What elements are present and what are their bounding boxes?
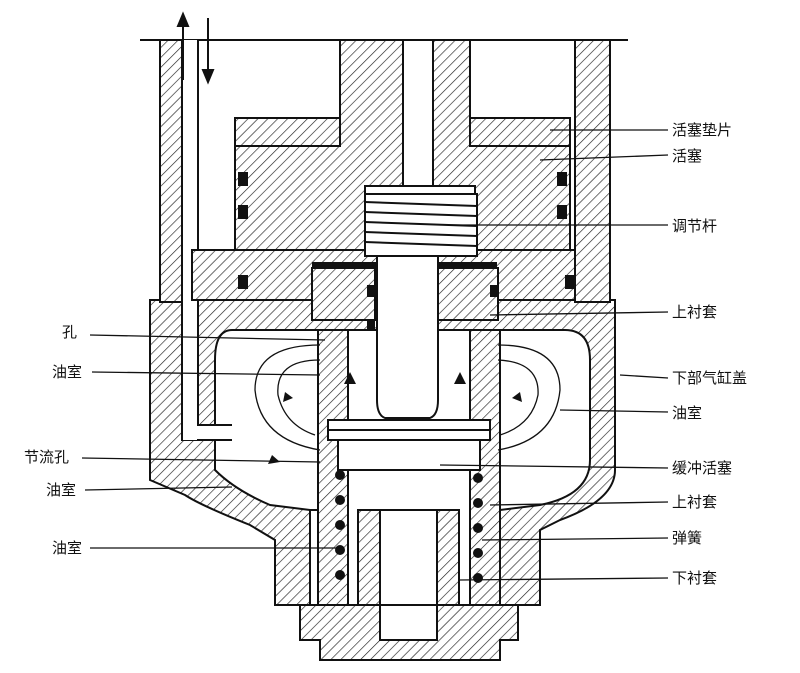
buffer-piston: [327, 419, 491, 471]
label-oil-chamber-2: 油室: [46, 481, 76, 499]
upper-bushing-right: [437, 267, 499, 321]
adjusting-rod: [364, 193, 478, 257]
rod: [402, 39, 434, 191]
label-buffer-piston: 缓冲活塞: [672, 459, 732, 477]
label-hole: 孔: [62, 323, 77, 341]
label-upper-bushing: 上衬套: [672, 303, 717, 321]
label-lower-cylinder-head: 下部气缸盖: [672, 369, 747, 387]
label-piston-gasket: 活塞垫片: [672, 121, 732, 139]
inlet-outlet-arrows: [176, 11, 215, 85]
piston-gasket-right: [469, 117, 571, 147]
label-oil-chamber-1: 油室: [52, 363, 82, 381]
piston-gasket-left: [234, 117, 341, 147]
leader-lines: [81, 129, 669, 581]
main-rod: [376, 255, 439, 419]
cylinder-wall-right: [574, 39, 611, 303]
oil-flow-arrows: [254, 344, 561, 451]
spring: [335, 470, 483, 583]
upper-bushing-left: [311, 267, 376, 321]
label-piston: 活塞: [672, 147, 702, 165]
label-lower-bushing: 下衬套: [672, 569, 717, 587]
label-adjusting-rod: 调节杆: [672, 217, 717, 235]
label-upper-bushing-2: 上衬套: [672, 493, 717, 511]
arrowheads: [268, 372, 522, 464]
label-throttle-hole: 节流孔: [24, 448, 69, 466]
label-oil-chamber-3: 油室: [52, 539, 82, 557]
label-oil-chamber: 油室: [672, 404, 702, 422]
label-spring: 弹簧: [672, 529, 702, 547]
